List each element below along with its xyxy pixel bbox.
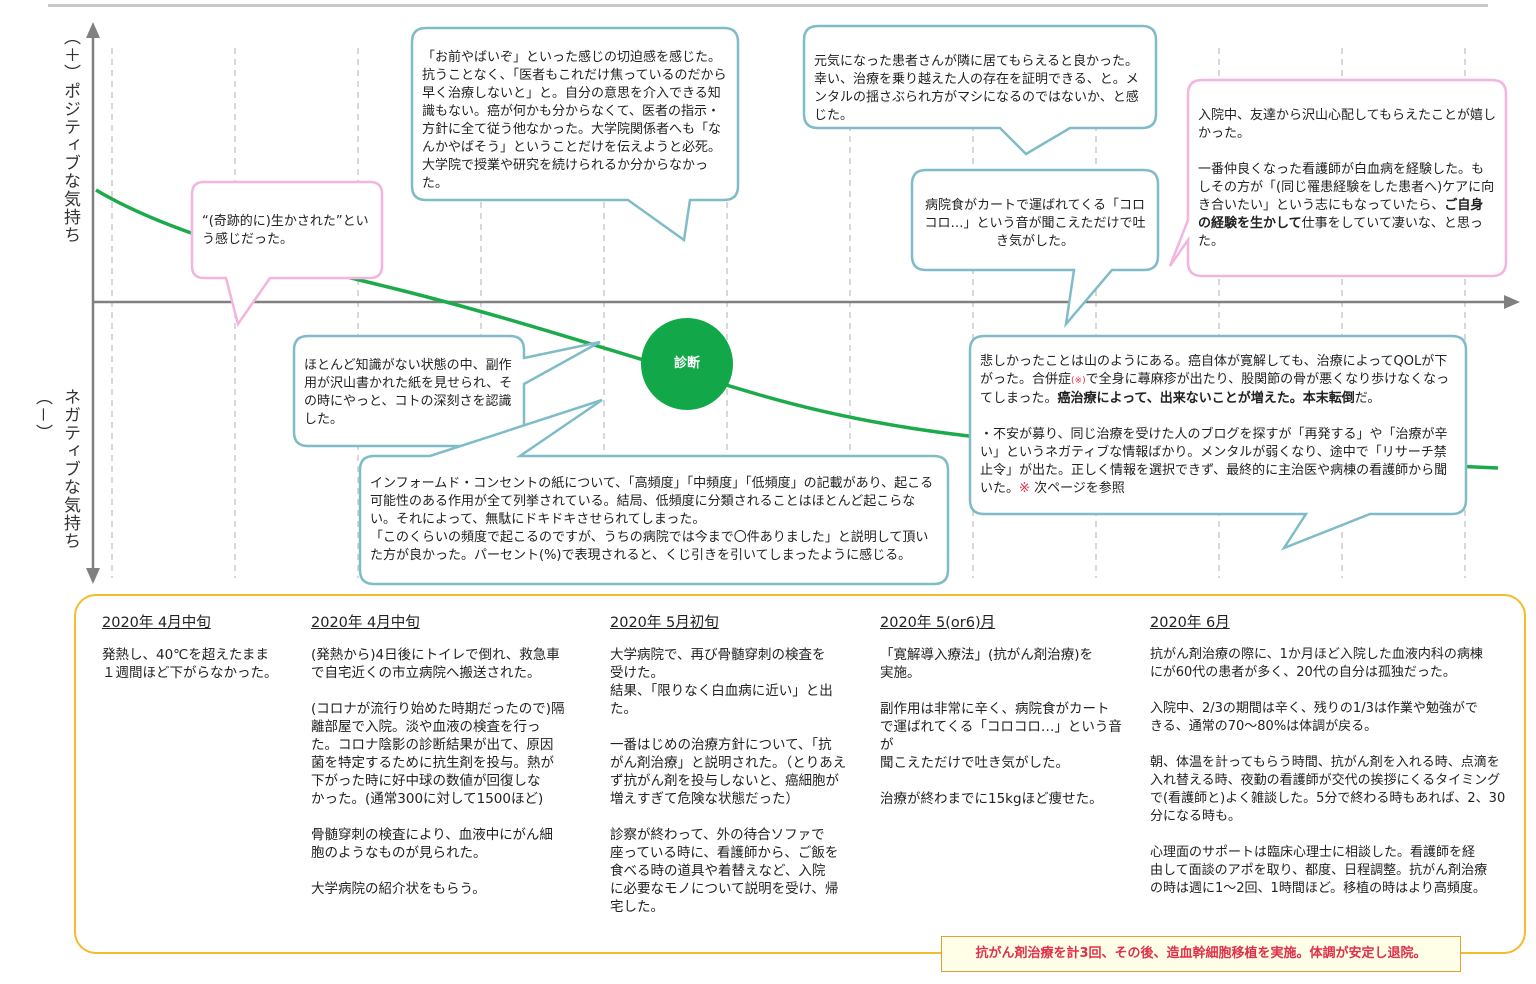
timeline-4-para-2: 副作用は非常に辛く、病院食がカート で運ばれてくる「コロコロ…」という音が 聞こ… — [880, 701, 1122, 771]
timeline-2-para-3: 骨髄穿刺の検査により、血液中にがん細 胞のようなものが見られた。 — [311, 827, 553, 861]
callout-bubble-4 — [358, 398, 950, 586]
timeline-3-para-2: 一番はじめの治療方針について、「抗 がん剤治療」と説明された。（とりあえ ず抗が… — [610, 737, 847, 807]
timeline-col-3: 2020年 5月初旬 大学病院で、再び骨髄穿刺の検査を 受けた。 結果、「限りな… — [610, 614, 866, 934]
timeline-2-para-2: (コロナが流行り始めた時期だったので)隔 離部屋で入院。淡や血液の検査を行っ た… — [311, 701, 565, 807]
callout-bubble-8 — [968, 334, 1468, 551]
callout-text-3: ほとんど知識がない状態の中、副作用が沢山書かれた紙を見せられ、その時にやっと、コ… — [304, 358, 513, 427]
y-axis — [86, 22, 100, 584]
diagnosis-label: 診断 — [673, 356, 700, 371]
callout-text-5: 元気になった患者さんが隣に居てもらえると良かった。幸い、治療を乗り越えた人の存在… — [814, 54, 1139, 123]
callout-7-para-1: 入院中、友達から沢山心配してもらえたことが嬉しかった。 — [1198, 108, 1496, 141]
top-rule — [48, 4, 1488, 7]
timeline-date-4: 2020年 5(or6)月 — [880, 615, 996, 631]
callout-bubble-5 — [802, 24, 1158, 156]
callout-7-para-2: 一番仲良くなった看護師が白血病を経験した。もしその方が「(同じ罹患経験をした患者… — [1198, 162, 1495, 249]
callout-text-4: インフォームド・コンセントの紙について、「高頻度」「中頻度」「低頻度」の記載があ… — [370, 476, 934, 563]
timeline-5-para-4: 心理面のサポートは臨床心理士に相談した。看護師を経 由して面談のアポを取り、都度… — [1150, 845, 1488, 896]
timeline-2-para-4: 大学病院の紹介状をもらう。 — [311, 881, 486, 897]
timeline-col-2: 2020年 4月中旬 (発熱から)4日後にトイレで倒れ、救急車 で自宅近くの市立… — [311, 614, 593, 916]
x-axis — [93, 295, 1520, 309]
timeline-4-para-3: 治療が終わまでに15kgほど痩せた。 — [880, 791, 1103, 807]
timeline-3-para-1: 大学病院で、再び骨髄穿刺の検査を 受けた。 結果、「限りなく白血病に近い」と出 … — [610, 647, 833, 717]
negative-axis-label: ネガティブな気持ち（－） — [32, 388, 80, 550]
callout-8-para-2: ・不安が募り、同じ治療を受けた人のブログを探すが「再発する」や「治療が辛い」とい… — [980, 427, 1448, 496]
timeline-4-para-1: 「寛解導入療法」(抗がん剤治療)を 実施。 — [880, 647, 1094, 681]
callout-text-7: 入院中、友達から沢山心配してもらえたことが嬉しかった。 一番仲良くなった看護師が… — [1190, 100, 1504, 258]
discharge-note: 抗がん剤治療を計3回、その後、造血幹細胞移植を実施。体調が安定し退院。 — [941, 936, 1461, 972]
timeline-1-para-1: 発熱し、40℃を超えたまま １週間ほど下がらなかった。 — [102, 647, 278, 681]
callout-text-2: 「お前やばいぞ」といった感じの切迫感を感じた。抗うことなく、「医者もこれだけ焦っ… — [422, 50, 727, 191]
callout-text-1: “(奇跡的に)生かされた”という感じだった。 — [202, 214, 369, 247]
timeline-box — [74, 594, 1526, 954]
callout-bubble-1 — [190, 180, 384, 327]
diagnosis-marker — [641, 318, 733, 410]
timeline-5-para-1: 抗がん剤治療の際に、1か月ほど入院した血液内科の病棟 にが60代の患者が多く、2… — [1150, 647, 1483, 680]
callout-bubble-7 — [1168, 78, 1508, 278]
timeline-5-para-3: 朝、体温を計ってもらう時間、抗がん剤を入れる時、点滴を 入れ替える時、夜勤の看護… — [1150, 755, 1506, 824]
callout-8-para-1: 悲しかったことは山のようにある。癌自体が寛解しても、治療によってQOLが下がった… — [980, 354, 1450, 406]
timeline-date-3: 2020年 5月初旬 — [610, 615, 719, 631]
positive-axis-label: （＋）ポジティブな気持ち — [60, 28, 80, 244]
timeline-col-4: 2020年 5(or6)月 「寛解導入療法」(抗がん剤治療)を 実施。 副作用は… — [880, 614, 1130, 826]
timeline-date-2: 2020年 4月中旬 — [311, 615, 420, 631]
callout-text-8: 悲しかったことは山のようにある。癌自体が寛解しても、治療によってQOLが下がった… — [972, 346, 1464, 505]
timeline-col-5: 2020年 6月 抗がん剤治療の際に、1か月ほど入院した血液内科の病棟 にが60… — [1150, 614, 1520, 916]
callout-bubble-6 — [910, 168, 1160, 329]
timeline-3-para-3: 診察が終わって、外の待合ソファで 座っている時に、看護師から、ご飯を 食べる時の… — [610, 827, 839, 915]
callout-text-6: 病院食がカートで運ばれてくる「コロコロ…」という音が聞こえただけで吐き気がした。 — [924, 198, 1146, 249]
timeline-5-para-2: 入院中、2/3の期間は辛く、残りの1/3は作業や勉強がで きる、通常の70～80… — [1150, 701, 1478, 734]
callout-bubble-2 — [410, 26, 740, 243]
timeline-date-5: 2020年 6月 — [1150, 615, 1230, 631]
timeline-date-1: 2020年 4月中旬 — [102, 615, 211, 631]
timeline-col-1: 2020年 4月中旬 発熱し、40℃を超えたまま １週間ほど下がらなかった。 — [102, 614, 288, 700]
timeline-2-para-1: (発熱から)4日後にトイレで倒れ、救急車 で自宅近くの市立病院へ搬送された。 — [311, 647, 560, 681]
